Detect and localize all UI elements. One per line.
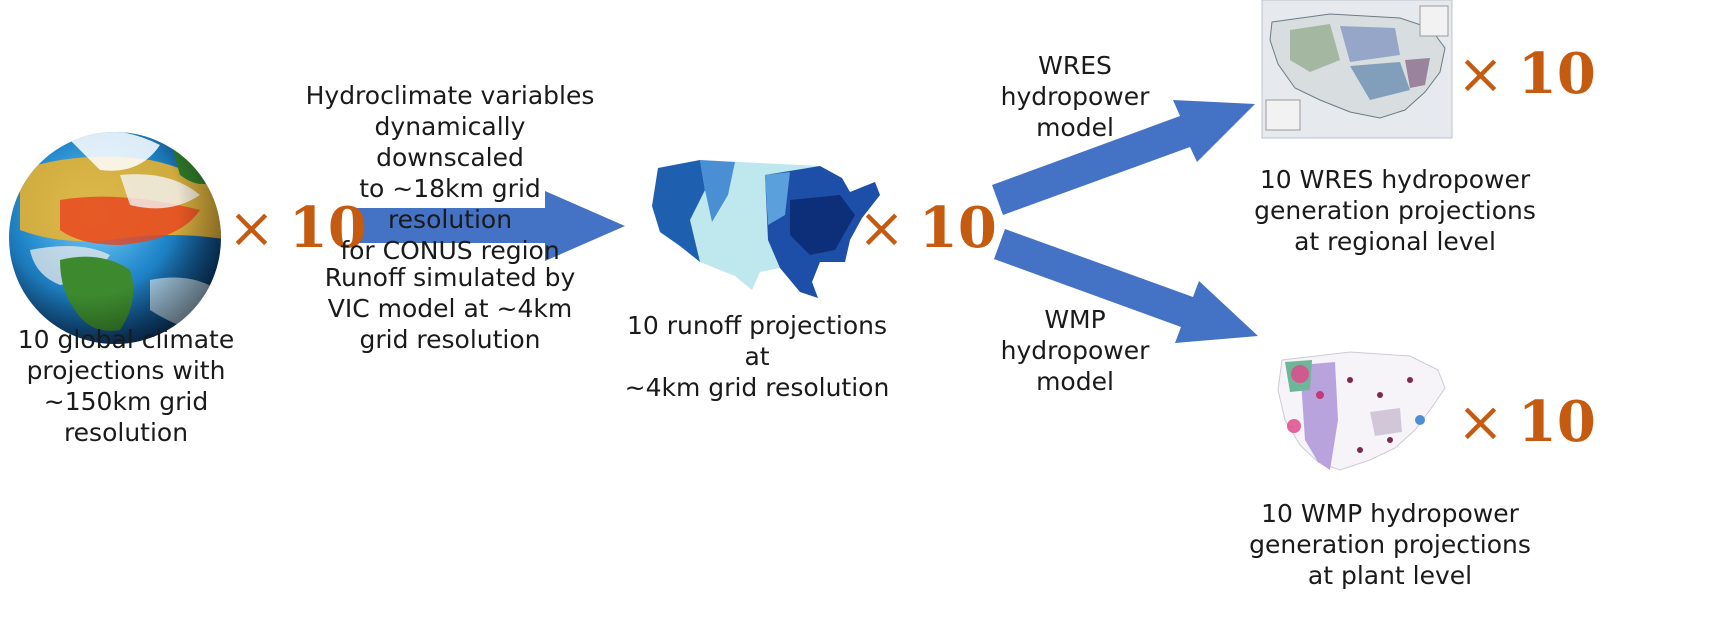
multiplier-wres: ×10 (1457, 41, 1596, 107)
downscale-arrow (355, 191, 625, 261)
us-wmp-plant-map-icon (1277, 351, 1446, 471)
multiplier-gcm: ×10 (228, 195, 367, 261)
multiplier-wmp: ×10 (1457, 389, 1596, 455)
wmp-caption: 10 WMP hydropower generation projections… (1249, 499, 1531, 590)
downscale-top-label: Hydroclimate variables dynamically downs… (305, 81, 595, 265)
wres-model-label: WRES hydropower model (1000, 51, 1150, 142)
wres-arrow (992, 100, 1255, 215)
wmp-arrow (994, 229, 1258, 343)
runoff-caption: 10 runoff projections at ~4km grid resol… (624, 311, 890, 402)
wres-caption: 10 WRES hydropower generation projection… (1254, 165, 1536, 256)
globe-icon (9, 132, 221, 344)
gcm-caption: 10 global climate projections with ~150k… (17, 325, 235, 447)
us-runoff-map-icon (652, 160, 880, 298)
us-wres-regional-map-icon (1261, 0, 1453, 139)
wmp-model-label: WMP hydropower model (1000, 305, 1150, 396)
downscale-bottom-label: Runoff simulated by VIC model at ~4km gr… (324, 263, 576, 354)
multiplier-runoff: ×10 (858, 195, 997, 261)
